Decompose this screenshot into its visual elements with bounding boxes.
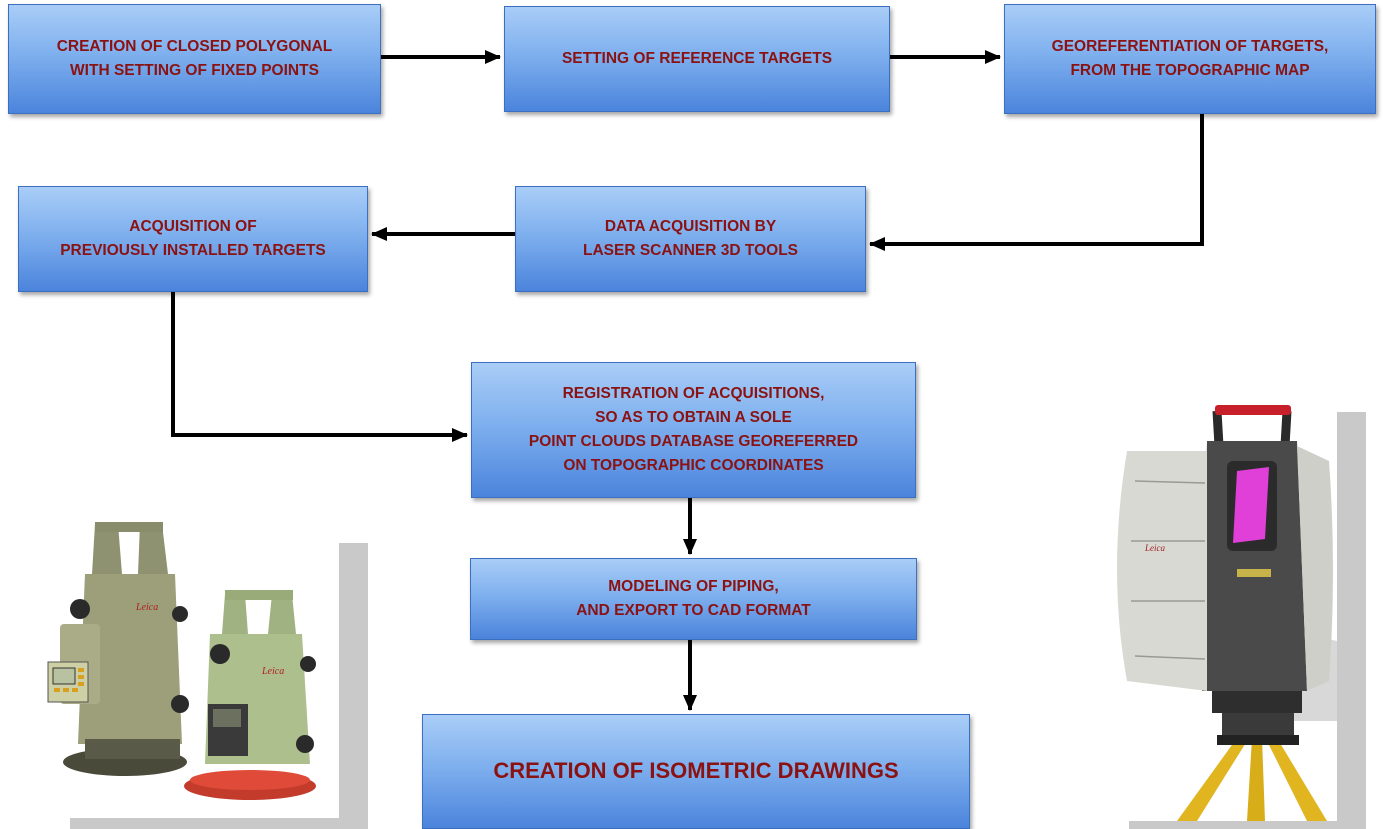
svg-text:Leica: Leica: [1144, 543, 1165, 553]
step-registration-label: REGISTRATION OF ACQUISITIONS, SO AS TO O…: [528, 384, 859, 475]
arrow-s3-to-s4: [869, 114, 1204, 251]
step-targets-acquisition-label: ACQUISITION OF PREVIOUSLY INSTALLED TARG…: [60, 217, 326, 259]
step-laser-scanner-acquisition: DATA ACQUISITION BY LASER SCANNER 3D TOO…: [515, 186, 866, 292]
step-registration: REGISTRATION OF ACQUISITIONS, SO AS TO O…: [471, 362, 916, 498]
step-georeferentiation-label: GEOREFERENTIATION OF TARGETS, FROM THE T…: [1051, 37, 1329, 79]
step-closed-polygonal-label: CREATION OF CLOSED POLYGONAL WITH SETTIN…: [56, 37, 333, 79]
total-stations-photo: Leica Leica: [40, 514, 339, 818]
laser-scanner-illustration: Leica: [1117, 405, 1337, 821]
step-modeling-piping: MODELING OF PIPING, AND EXPORT TO CAD FO…: [470, 558, 917, 640]
step-isometric-drawings: CREATION OF ISOMETRIC DRAWINGS: [422, 714, 970, 829]
step-closed-polygonal: CREATION OF CLOSED POLYGONAL WITH SETTIN…: [8, 4, 381, 114]
arrow-s5-to-s6: [171, 292, 468, 442]
step-isometric-drawings-label: CREATION OF ISOMETRIC DRAWINGS: [493, 758, 899, 784]
step-reference-targets-label: SETTING OF REFERENCE TARGETS: [561, 49, 833, 67]
step-targets-acquisition: ACQUISITION OF PREVIOUSLY INSTALLED TARG…: [18, 186, 368, 292]
step-georeferentiation: GEOREFERENTIATION OF TARGETS, FROM THE T…: [1004, 4, 1376, 114]
svg-text:Leica: Leica: [261, 666, 284, 677]
step-modeling-piping-label: MODELING OF PIPING, AND EXPORT TO CAD FO…: [576, 577, 811, 619]
step-laser-scanner-acquisition-label: DATA ACQUISITION BY LASER SCANNER 3D TOO…: [582, 217, 799, 259]
laser-scanner-photo: Leica: [1097, 391, 1337, 821]
step-reference-targets: SETTING OF REFERENCE TARGETS: [504, 6, 890, 112]
total-stations-illustration: Leica Leica: [47, 522, 316, 800]
svg-text:Leica: Leica: [135, 602, 158, 613]
